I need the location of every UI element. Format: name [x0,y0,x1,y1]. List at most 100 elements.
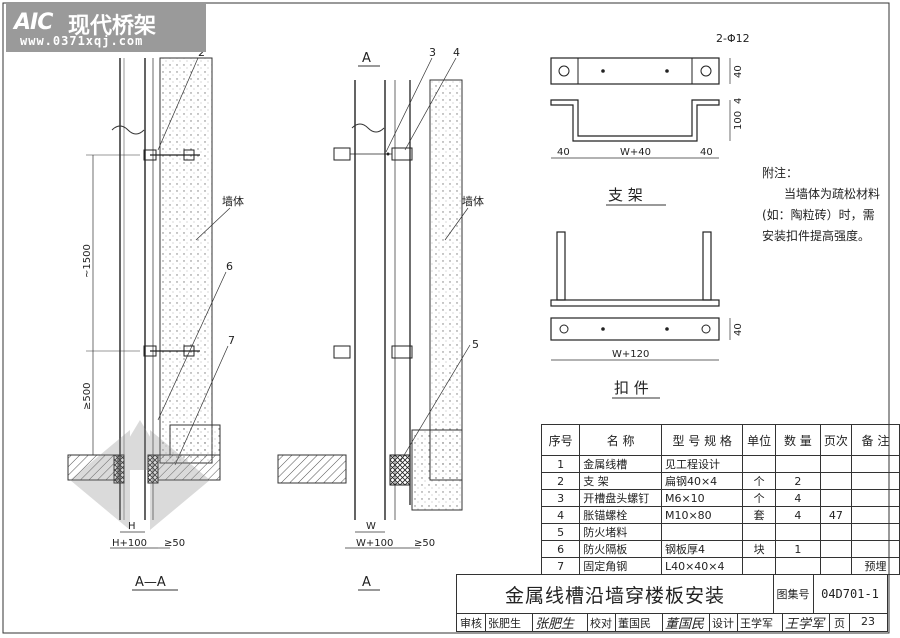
label-bracket-100: 100 [733,111,744,130]
wall-body-right [429,79,463,481]
clip-hole-right [701,324,711,334]
label-view-a-top: A [362,51,371,66]
cell-name: 胀锚螺栓 [579,506,662,524]
cell-name: 开槽盘头螺钉 [579,489,662,507]
leader-5 [399,344,471,463]
leader-6 [157,271,227,421]
checker-signature: 董国民 [665,617,705,632]
cell-no: 2 [540,472,581,490]
floor-slab-mid-a [277,454,347,484]
bracket-slot-2 [665,69,669,73]
header-note: 备 注 [850,424,900,456]
table-row: 2 支 架 扁钢40×4 个 2 [540,472,900,490]
label-clip-w120: W+120 [612,349,649,360]
bracket-hole-right [700,65,712,77]
leader-4 [404,57,457,151]
label-dim-50-right: ≥50 [414,538,435,549]
callout-6: 6 [226,260,233,273]
reviewer-signature: 张肥生 [535,617,575,632]
section-aa-drawing [67,57,231,591]
cell-model: 见工程设计 [660,455,744,473]
clip-plan-view [550,317,720,341]
cell-qty [774,455,821,473]
table-row: 4 胀锚螺栓 M10×80 套 4 47 [540,506,900,524]
fire-stop-left-2 [147,454,159,484]
page-label: 页 [834,617,845,630]
break-line-right [351,123,385,133]
watermark-logo [70,420,210,530]
floor-slab-left-b [157,454,221,481]
table-row: 7 固定角钢 L40×40×4 预埋 [540,557,900,575]
label-bracket-40-bottom: 40 [700,147,713,158]
label-bracket-w40: W+40 [620,147,651,158]
cell-name: 支 架 [579,472,662,490]
cell-qty: 2 [774,472,821,490]
cell-page: 47 [819,506,852,524]
designer-name: 王学军 [740,617,773,630]
cell-page [819,523,852,541]
cell-unit [742,523,776,541]
floor-slab-mid-b [411,429,463,511]
clip-slot-2 [665,327,669,331]
bracket-hole-left [558,65,570,77]
table-row: 1 金属线槽 见工程设计 [540,455,900,473]
label-dim-1500: ~1500 [82,244,93,278]
cell-qty: 1 [774,540,821,558]
label-dim-500: ≥500 [82,383,93,410]
bracket-lower-mid [333,345,413,359]
bracket-upper-mid [333,147,413,161]
label-dim-h100: H+100 [112,538,147,549]
cell-note [850,472,900,490]
note-line-3: 安装扣件提高强度。 [762,229,871,243]
cell-unit [742,455,776,473]
parts-table-header: 序号 名 称 型 号 规 格 单位 数 量 页次 备 注 [540,424,900,456]
checker-name: 董国民 [618,617,651,630]
bracket-side-view [550,99,720,142]
logo-mark: AIC [14,10,53,35]
label-section-aa: A—A [135,575,166,590]
cell-note: 预埋 [850,557,900,575]
bracket-lower-left [143,345,200,357]
leader-wall-left [195,207,231,241]
table-row: 5 防火堵料 [540,523,900,541]
cell-note [850,523,900,541]
clip-post-left [556,231,566,301]
callout-3: 3 [429,46,436,59]
review-label: 审核 [460,617,482,630]
cell-no: 7 [540,557,581,575]
brand-logo: AIC 现代桥架 www.0371xqj.com [6,4,206,52]
cell-no: 5 [540,523,581,541]
cell-note [850,455,900,473]
leader-7 [174,345,229,466]
cell-no: 3 [540,489,581,507]
label-bracket-40-left: 40 [557,147,570,158]
callout-7: 7 [228,334,235,347]
cell-no: 1 [540,455,581,473]
leader-wall-right [444,207,469,241]
logo-title: 现代桥架 [68,14,157,39]
cell-note [850,489,900,507]
header-model: 型 号 规 格 [660,424,744,456]
fire-stop-mid [389,454,411,486]
cell-qty [774,523,821,541]
callout-5: 5 [472,338,479,351]
cell-name: 金属线槽 [579,455,662,473]
floor-slab-left-c [169,424,221,456]
label-dim-w: W [366,521,376,532]
cell-model: 钢板厚4 [660,540,744,558]
cell-name: 固定角钢 [579,557,662,575]
bracket-plan-view [550,57,720,85]
wall-body-left [159,57,213,464]
logo-url: www.0371xqj.com [20,34,144,48]
note-heading: 附注： [762,166,799,180]
cell-model: L40×40×4 [660,557,744,575]
fire-stop-left-1 [113,454,125,484]
cell-model: 扁钢40×4 [660,472,744,490]
cell-model: M10×80 [660,506,744,524]
clip-hole-left [559,324,569,334]
label-dim-h: H [128,521,136,532]
header-qty: 数 量 [774,424,821,456]
atlas-number: 04D701-1 [813,575,887,614]
label-dim-w100: W+100 [356,538,393,549]
designer-signature: 王学军 [785,617,825,632]
